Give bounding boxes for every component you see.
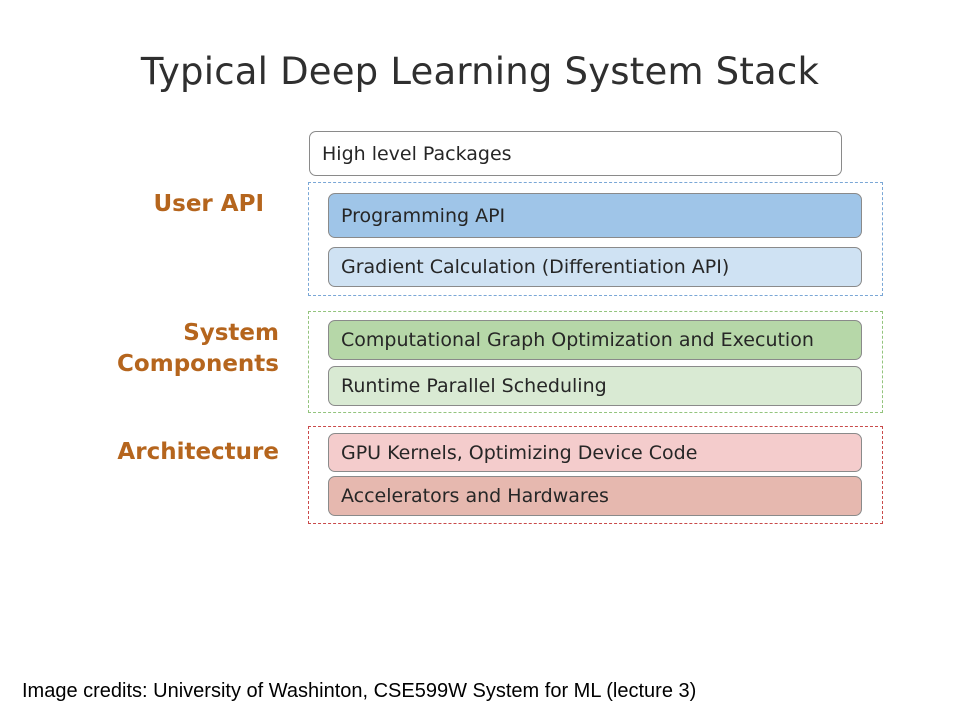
layer-high-level-packages-text: High level Packages (322, 142, 512, 165)
architecture-group-frame (308, 426, 883, 524)
group-label-system-components: System Components (80, 318, 279, 380)
system-components-group-frame (308, 311, 883, 413)
slide-title: Typical Deep Learning System Stack (140, 50, 820, 93)
image-credits: Image credits: University of Washinton, … (22, 680, 697, 702)
layer-accelerators-text: Accelerators and Hardwares (341, 485, 609, 507)
group-label-user-api: User API (153, 191, 264, 217)
layer-gradient-calculation-text: Gradient Calculation (Differentiation AP… (341, 256, 730, 278)
layer-runtime-scheduling-text: Runtime Parallel Scheduling (341, 375, 607, 397)
layer-gpu-kernels: GPU Kernels, Optimizing Device Code (328, 433, 862, 472)
group-label-system-line1: System (183, 320, 279, 346)
layer-accelerators: Accelerators and Hardwares (328, 476, 862, 516)
layer-programming-api: Programming API (328, 193, 862, 238)
layer-runtime-scheduling: Runtime Parallel Scheduling (328, 366, 862, 406)
layer-programming-api-text: Programming API (341, 204, 506, 227)
group-label-architecture: Architecture (117, 439, 279, 465)
group-label-system-line2: Components (117, 351, 279, 377)
layer-high-level-packages: High level Packages (309, 131, 842, 176)
layer-gradient-calculation: Gradient Calculation (Differentiation AP… (328, 247, 862, 287)
layer-graph-optimization: Computational Graph Optimization and Exe… (328, 320, 862, 360)
layer-graph-optimization-text: Computational Graph Optimization and Exe… (341, 329, 814, 351)
user-api-group-frame (308, 182, 883, 296)
layer-gpu-kernels-text: GPU Kernels, Optimizing Device Code (341, 441, 698, 464)
